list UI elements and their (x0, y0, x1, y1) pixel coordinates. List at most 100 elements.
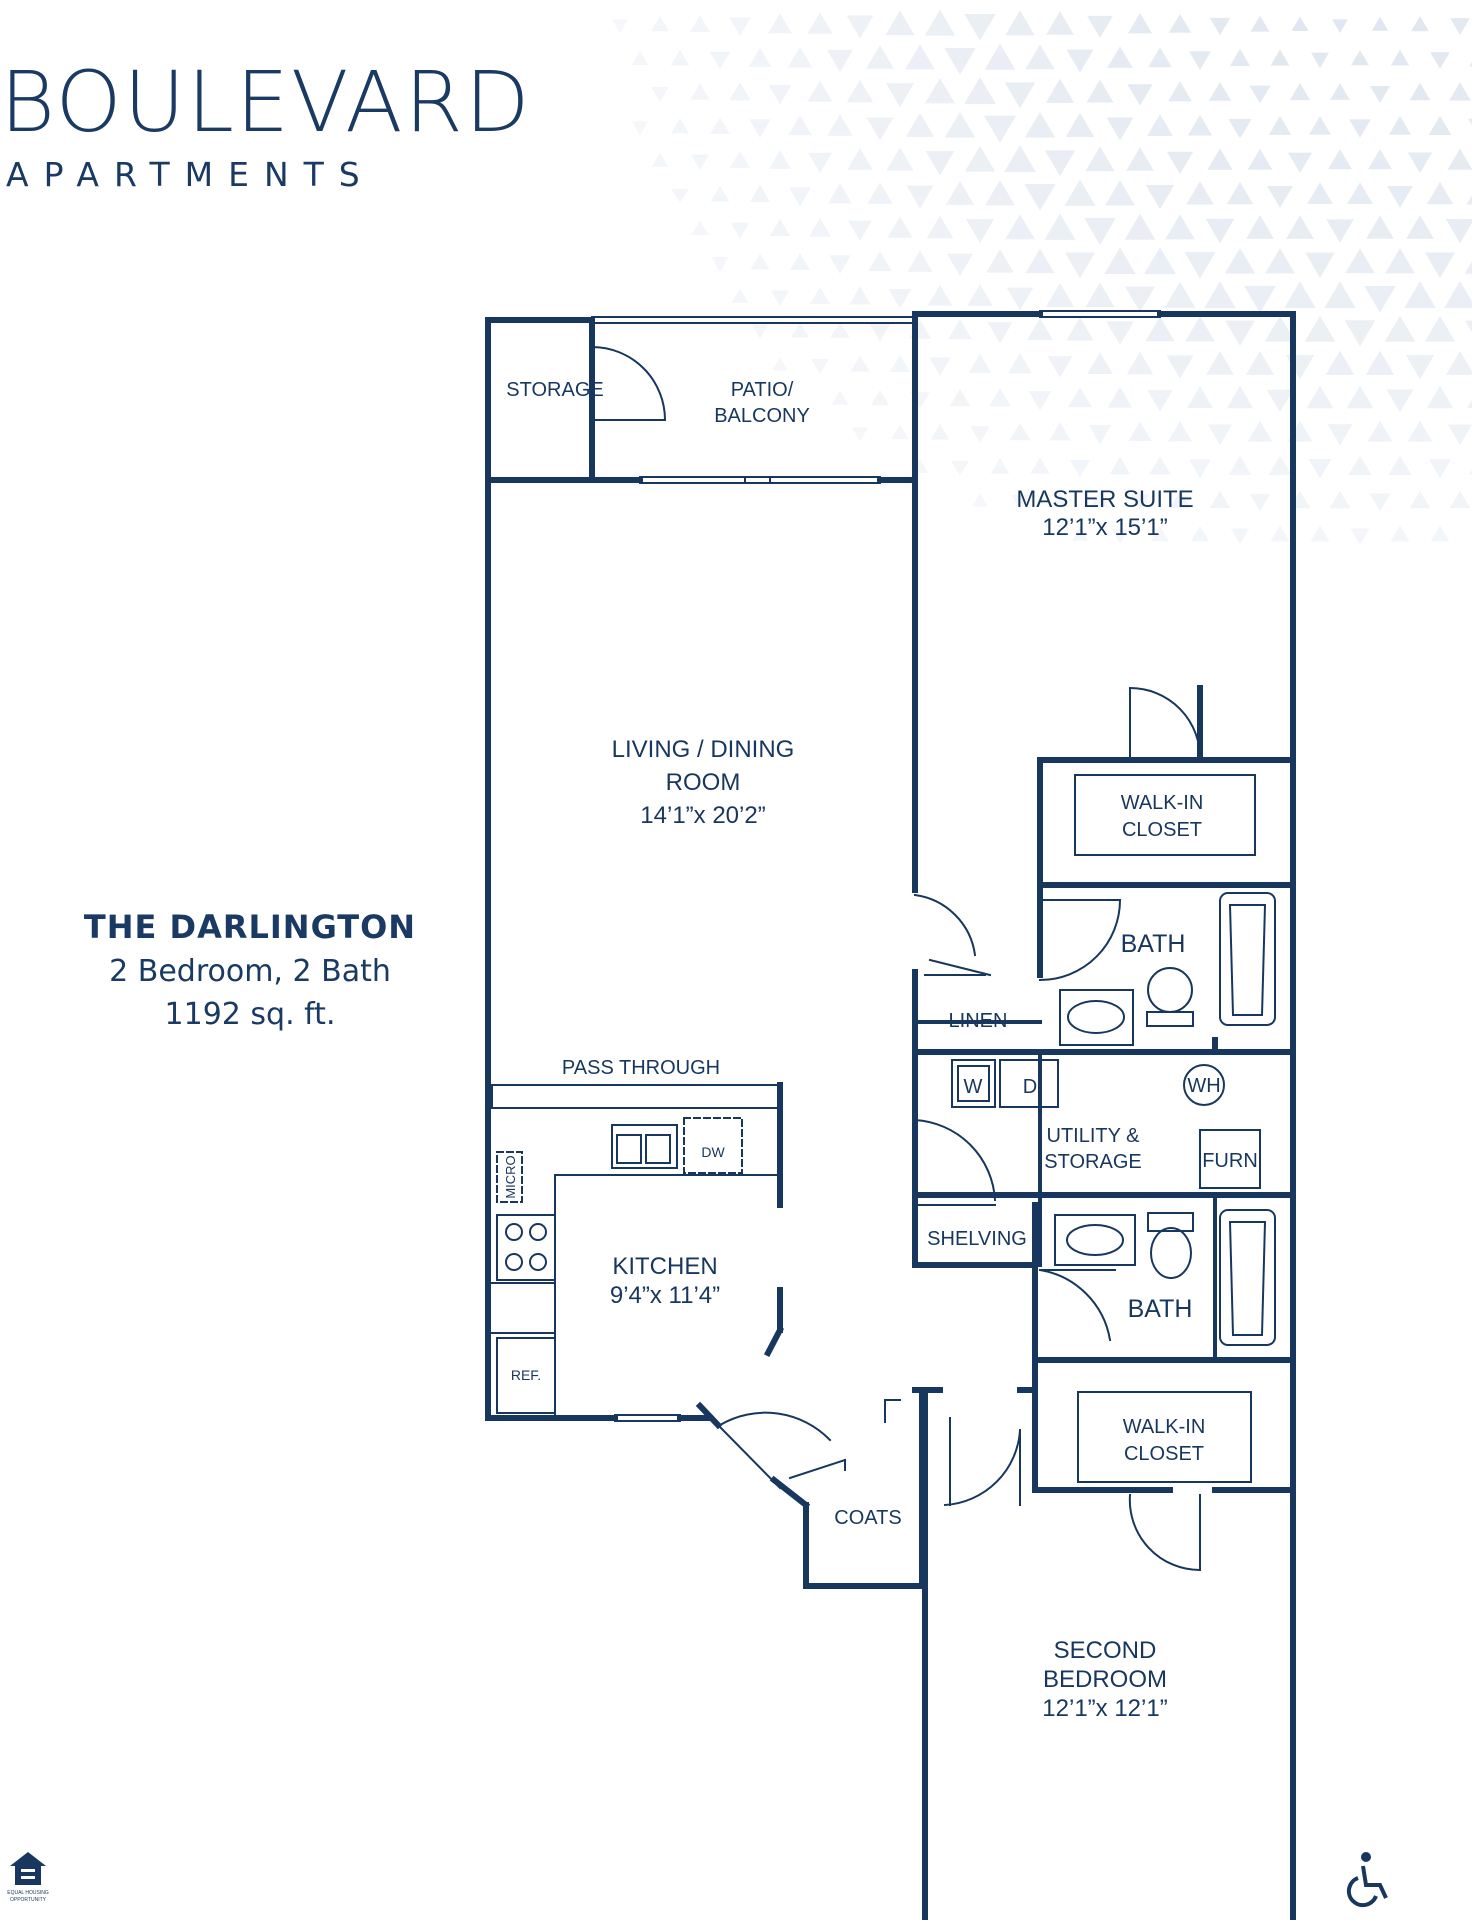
pattern-triangle (1265, 248, 1295, 274)
pattern-triangle (907, 250, 933, 272)
label-utility-2: STORAGE (1044, 1151, 1141, 1173)
pattern-triangle (1264, 315, 1296, 342)
pattern-triangle (1324, 281, 1356, 308)
pattern-triangle (930, 423, 950, 440)
pattern-triangle (1390, 49, 1410, 66)
pattern-triangle (650, 15, 670, 32)
pattern-triangle (1049, 422, 1071, 441)
pattern-triangle (987, 322, 1013, 344)
pattern-triangle (670, 49, 690, 66)
label-bath2: BATH (1128, 1295, 1193, 1323)
label-walkin1-2: CLOSET (1122, 819, 1202, 841)
pattern-triangle (1345, 248, 1375, 274)
label-bath1: BATH (1121, 930, 1186, 958)
pattern-triangle (651, 152, 669, 167)
pattern-triangle (1187, 386, 1213, 409)
pattern-triangle (1247, 148, 1273, 170)
pattern-triangle (1204, 281, 1236, 309)
pattern-triangle (1388, 455, 1412, 475)
pattern-triangle (1188, 51, 1212, 71)
pattern-triangle (1369, 493, 1391, 512)
pattern-triangle (1065, 112, 1095, 138)
pattern-triangle (751, 325, 769, 340)
pattern-triangle (1430, 52, 1450, 69)
label-master: MASTER SUITE (1016, 486, 1193, 513)
pattern-triangle (1350, 528, 1370, 545)
pattern-triangle (1268, 455, 1292, 475)
pattern-triangle (1468, 469, 1472, 475)
pattern-triangle (1124, 213, 1156, 240)
pattern-triangle (929, 357, 951, 376)
pattern-triangle (1190, 525, 1210, 542)
pattern-triangle (846, 79, 874, 103)
pattern-triangle (1405, 355, 1435, 380)
pattern-triangle (631, 121, 649, 136)
pattern-triangle (690, 154, 710, 171)
pattern-triangle (1370, 86, 1390, 103)
label-second: SECOND (1054, 1637, 1157, 1664)
pattern-triangle (671, 189, 689, 204)
pattern-triangle (1308, 458, 1332, 479)
pattern-triangle (1008, 353, 1032, 374)
pattern-triangle (1004, 82, 1036, 109)
pattern-triangle (1024, 183, 1056, 211)
pattern-triangle (789, 252, 811, 271)
pattern-triangle (1407, 152, 1433, 174)
label-shelving: SHELVING (927, 1228, 1027, 1250)
pattern-triangle (1450, 18, 1470, 35)
pattern-triangle (851, 427, 869, 442)
pattern-triangle (1371, 16, 1389, 31)
pattern-triangle (769, 218, 791, 237)
pattern-triangle (866, 117, 894, 141)
pattern-triangle (1207, 424, 1233, 446)
pattern-triangle (949, 388, 971, 407)
pattern-triangle (1226, 181, 1254, 205)
pattern-triangle (1424, 315, 1456, 342)
pattern-triangle (924, 9, 956, 36)
pattern-triangle (1126, 351, 1154, 375)
pattern-triangle (866, 45, 894, 69)
pattern-triangle (1187, 114, 1213, 136)
pattern-triangle (1465, 320, 1472, 333)
pattern-triangle (1064, 179, 1096, 206)
pattern-triangle (771, 356, 789, 371)
pattern-triangle (690, 83, 710, 100)
pattern-triangle (1449, 490, 1471, 509)
pattern-triangle (885, 10, 915, 36)
pattern-triangle (1309, 116, 1331, 135)
pattern-triangle (730, 222, 750, 239)
pattern-triangle (809, 286, 831, 305)
pattern-triangle (1044, 150, 1076, 177)
label-master-dim: 12’1”x 15’1” (1042, 514, 1167, 541)
pattern-triangle (886, 147, 914, 171)
pattern-triangle (1071, 526, 1089, 541)
pattern-triangle (891, 424, 909, 440)
pattern-triangle (711, 257, 729, 272)
pattern-triangle (1224, 320, 1256, 347)
pattern-triangle (847, 148, 873, 170)
pattern-triangle (944, 111, 976, 138)
pattern-triangle (1030, 457, 1050, 474)
pattern-triangle (1185, 316, 1215, 342)
pattern-triangle (1266, 389, 1294, 413)
label-walkin2-1: WALK-IN (1123, 1416, 1206, 1438)
pattern-triangle (1066, 317, 1094, 341)
pattern-triangle (1209, 490, 1231, 509)
pattern-triangle (729, 150, 751, 169)
label-utility-1: UTILITY & (1047, 1125, 1141, 1147)
pattern-triangle (1367, 420, 1393, 442)
pattern-triangle (946, 253, 974, 277)
pattern-triangle (1005, 10, 1035, 36)
pattern-triangle (1426, 385, 1454, 409)
pattern-triangle (1104, 247, 1136, 274)
pattern-triangle (1130, 494, 1150, 511)
pattern-triangle (1466, 195, 1472, 205)
pattern-triangle (1045, 78, 1075, 104)
label-ref: REF. (511, 1367, 541, 1383)
pattern-triangle (927, 284, 953, 306)
pattern-triangle (964, 145, 996, 172)
pattern-triangle (1224, 247, 1256, 274)
pattern-triangle (1045, 282, 1075, 307)
pattern-triangle (729, 17, 751, 36)
